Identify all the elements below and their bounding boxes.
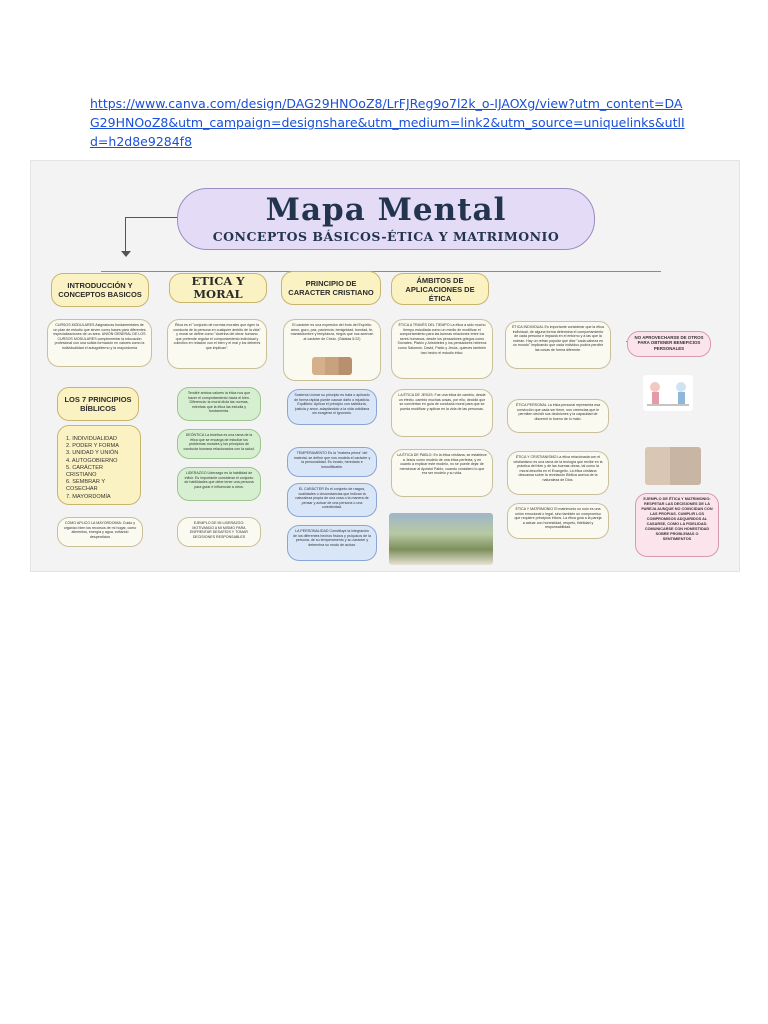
ejemplo-matrimonio-node: EJEMPLO DE ÉTICA Y MATRIMONIO: RESPETAR … (635, 493, 719, 557)
canva-link[interactable]: https://www.canva.com/design/DAG29HNOoZ8… (90, 94, 690, 151)
connector-line (125, 217, 126, 253)
no-aprovecharse-node: NO APROVECHARSE DE OTROS PARA OBTENER BE… (627, 331, 711, 357)
map-title: Mapa Mental (178, 191, 594, 229)
header-etica-moral: ETICA Y MORAL (169, 273, 267, 303)
deontica-node: DEÓNTICA La bioética es una rama de la é… (177, 429, 261, 459)
arrow-down-icon (121, 251, 131, 257)
principio-equilibrio-node: Sostenía Licinar su principio es trata o… (287, 389, 377, 425)
couple-photo-image (645, 447, 701, 485)
caracter-node: EL CARÁCTER Es el conjunto de rasgos, cu… (287, 483, 377, 517)
map-subtitle: CONCEPTOS BÁSICOS-ÉTICA Y MATRIMONIO (178, 229, 594, 245)
etica-diferencia-node: Tendiré ambos valores la ética nos que h… (177, 387, 261, 421)
etica-personal-node: ÉTICA PERSONAL La ética personal represe… (507, 399, 609, 433)
mind-map-image: Mapa Mental CONCEPTOS BÁSICOS-ÉTICA Y MA… (30, 160, 740, 572)
jesus-crowd-image (389, 513, 493, 565)
etica-definicion-node: Ética es el "conjunto de normas morales … (167, 319, 267, 369)
temperamento-node: TEMPERAMENTO Es la "materia prima" del m… (287, 447, 377, 477)
connector-line (101, 271, 661, 272)
etica-pablo-node: LA ÉTICA DE PABLO: En la ética cristiana… (391, 449, 493, 497)
header-principio-caracter: PRINCIPIO DE CARACTER CRISTIANO (281, 271, 381, 305)
header-7-principios: LOS 7 PRINCIPIOS BÍBLICOS (57, 387, 139, 421)
personalidad-node: LA PERSONALIDAD Constituye la integració… (287, 525, 377, 561)
etica-individual-node: ÉTICA INDIVIDUAL Es importante considera… (505, 321, 611, 369)
etica-matrimonio-node: ÉTICA Y MATRIMONIO El matrimonio no solo… (507, 503, 609, 539)
etica-tiempo-node: ÉTICA A TRAVÉS DEL TIEMPO La ética a sid… (391, 319, 493, 379)
cursos-modulares-node: CURSOS MODULARES Asignaturas fundamental… (47, 319, 152, 367)
header-ambitos: ÁMBITOS DE APLICACIONES DE ÉTICA (391, 273, 489, 305)
faces-image (312, 357, 352, 375)
header-intro: INTRODUCCIÓN Y CONCEPTOS BASICOS (51, 273, 149, 307)
kids-illustration-image (643, 375, 693, 411)
ejemplo-liderazgo-node: EJEMPLO DE MI LIDERAZGO: MOTIVANDO A MI … (177, 517, 261, 547)
connector-line (125, 217, 177, 218)
mayordomia-node: COMO APLICO LA MAYORDOMIA: Cuido y organ… (57, 517, 143, 547)
liderazgo-node: LIDERAZGO Liderazgo es la habilidad de i… (177, 467, 261, 501)
etica-cristianismo-node: ÉTICA Y CRISTIANISMO La ética relacionad… (507, 451, 609, 495)
principios-list: 1. INDIVIDUALIDAD 2. PODER Y FORMA 3. UN… (57, 425, 141, 505)
map-title-box: Mapa Mental CONCEPTOS BÁSICOS-ÉTICA Y MA… (177, 188, 595, 250)
etica-jesus-node: LA ÉTICA DE JESÚS: Fue una ética de camb… (391, 389, 493, 437)
